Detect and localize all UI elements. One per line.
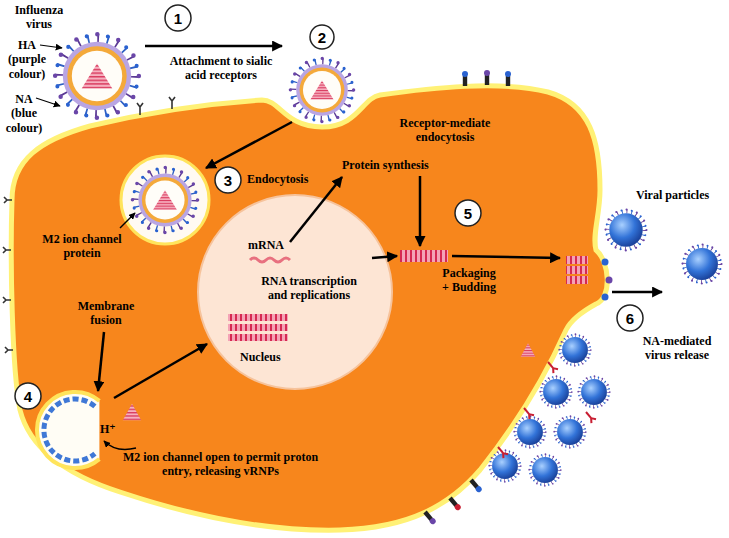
text-slot: Endocytosis [247,172,327,186]
callout-circle: 6 [616,304,644,332]
step-label: Packaging + Budding [438,266,500,295]
callout-ring [215,167,241,193]
label-slot: Attachment to sialic acid receptors [160,54,282,83]
text-slot: Packaging + Budding [438,266,500,295]
callout-circle: 4 [14,382,42,410]
callout-number: 4 [24,389,32,404]
callout-number: 1 [174,11,182,26]
callout-number: 6 [626,311,634,326]
step-label: M2 ion channel open to permit proton ent… [118,450,323,479]
diagram-label: NA-mediated virus release [634,334,720,363]
viral-rna-segments [228,314,288,341]
callout-ring [455,200,481,226]
text-slot: mRNA [248,238,292,252]
influenza-virion [55,34,139,118]
host-cell: Receptor-mediate endocytosisEndocytosisM… [4,72,614,538]
callout-ring [165,5,191,31]
text-slot: M2 ion channel open to permit proton ent… [118,450,323,479]
text-slot: Receptor-mediate endocytosis [375,116,515,145]
diagram-label: Attachment to sialic acid receptors [160,54,282,83]
label-slot: NA (blue colour) [2,92,46,135]
nuclear-envelope [198,195,392,389]
text-slot: Protein synthesis [342,158,452,172]
callout-circle: 3 [214,166,242,194]
label-slot: Influenza virus [4,3,74,32]
cell-membrane [11,86,607,530]
callout-ring [310,25,334,49]
diagram-label: HA (purple colour) [2,38,52,81]
attached-virion [290,58,353,121]
text-slot: Nucleus [240,350,292,364]
diagram-label: NA (blue colour) [2,92,46,135]
viral-protein [400,250,448,262]
label-slot: NA-mediated virus release [634,334,720,363]
step-label: M2 ion channel protein [38,232,126,261]
callout-circle: 1 [164,4,192,32]
callout-ring [617,305,643,331]
callout-number: 3 [224,173,232,188]
text-slot: M2 ion channel protein [38,232,126,261]
label-slot: Viral particles [636,188,726,202]
endosome [121,156,209,244]
step-label: Endocytosis [247,172,327,186]
nucleus-circle: mRNA RNA transcription and replicationsNu… [197,194,393,390]
viral-particles [606,210,722,284]
step-label: Membrane fusion [74,299,138,328]
step-label: Receptor-mediate endocytosis [375,116,515,145]
text-slot: H⁺ [100,422,126,436]
text-slot: Membrane fusion [74,299,138,328]
callout-circle: 5 [454,199,482,227]
callout-ring [15,383,41,409]
attachment-arrow [145,45,282,48]
nucleus-label: Nucleus [240,350,292,364]
text-slot: RNA transcription and replications [253,274,365,303]
fused-endosome [37,392,99,468]
step-label: H⁺ [100,422,126,436]
callout-number: 2 [318,30,326,45]
nucleus-label: RNA transcription and replications [253,274,365,303]
release-arrow [612,291,662,294]
diagram-label: Viral particles [636,188,726,202]
nucleus-label: mRNA [248,238,292,252]
callout-number: 5 [464,206,472,221]
step-label: Protein synthesis [342,158,452,172]
diagram-label: Influenza virus [4,3,74,32]
callout-circle: 2 [309,24,335,50]
label-slot: HA (purple colour) [2,38,52,81]
